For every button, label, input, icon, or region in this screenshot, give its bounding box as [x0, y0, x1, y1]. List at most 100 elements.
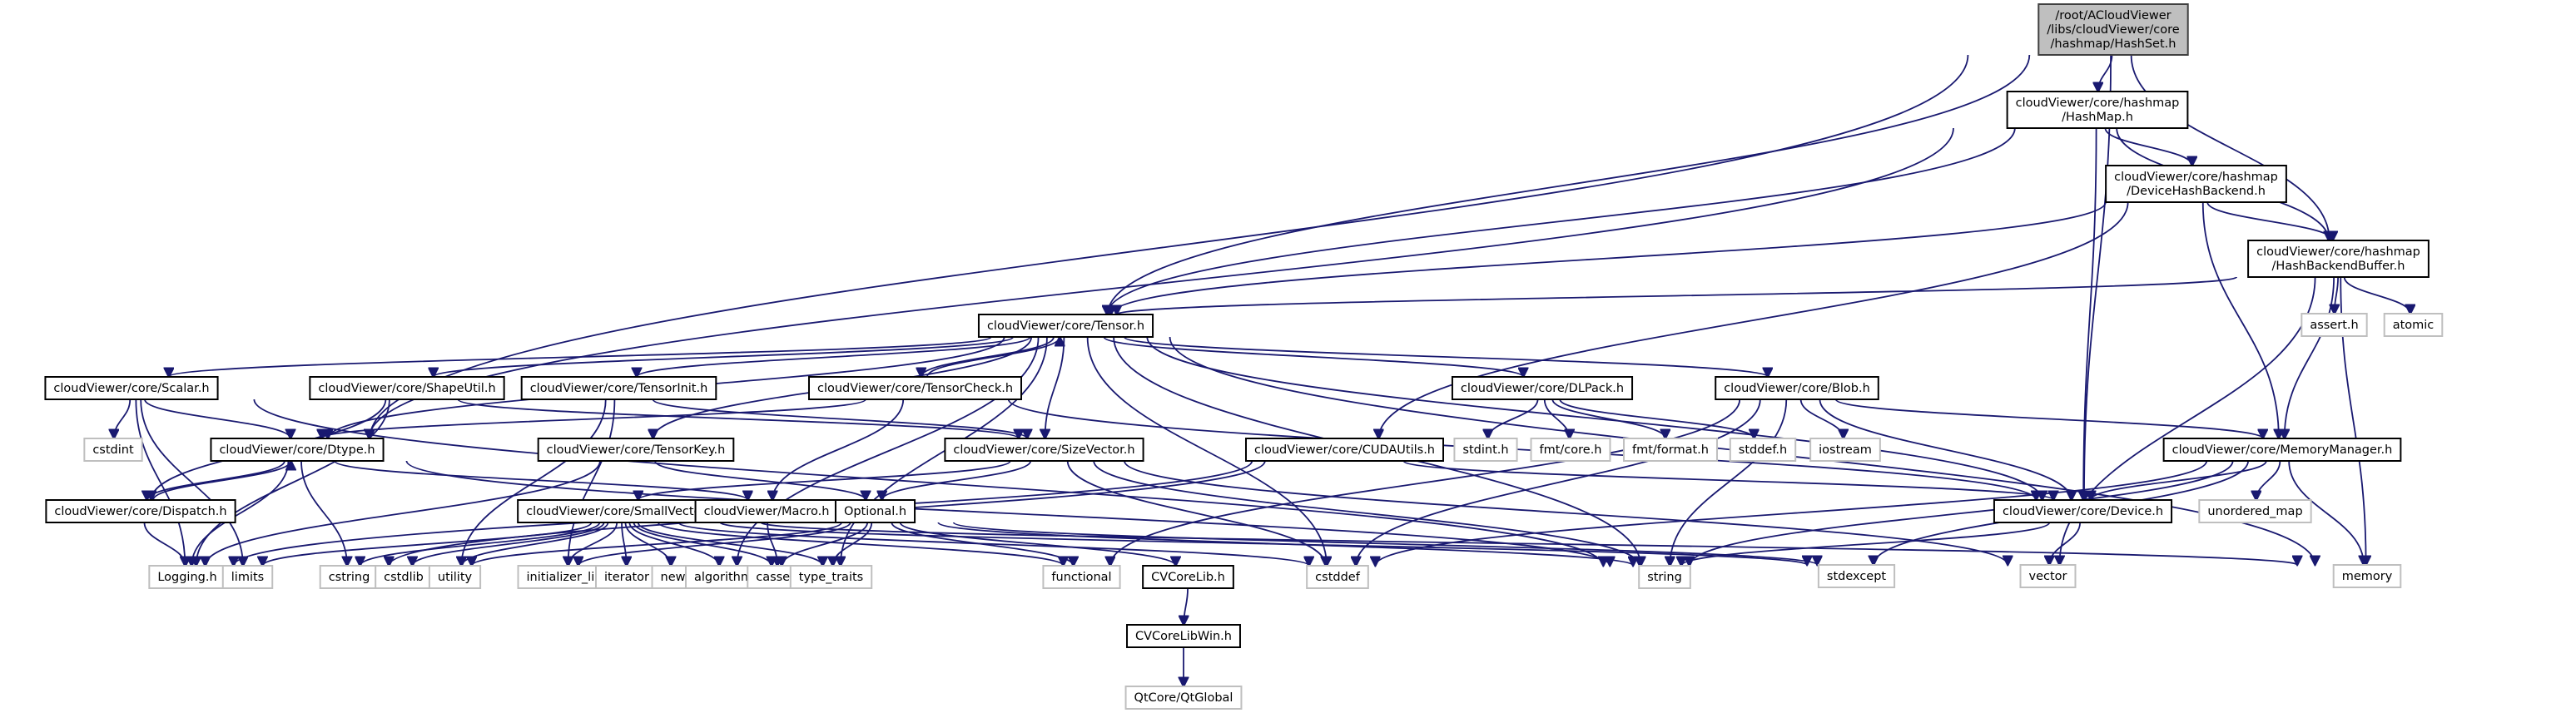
- node-box: [807, 376, 1023, 400]
- node-tensorcheck[interactable]: cloudViewer/core/TensorCheck.h: [807, 376, 1023, 400]
- edge-smallvector-to-initializer_list: [568, 522, 618, 566]
- node-dtype[interactable]: cloudViewer/core/Dtype.h: [210, 438, 385, 462]
- node-cvcorelibwin[interactable]: CVCoreLibWin.h: [1126, 624, 1241, 648]
- edge-optional-to-cassert: [782, 522, 869, 566]
- node-atomic: atomic: [2383, 313, 2444, 337]
- node-box: [1142, 565, 1234, 589]
- edge-hashbackendbuffer-to-atomic: [2343, 276, 2410, 314]
- node-box: [45, 499, 236, 523]
- node-blob[interactable]: cloudViewer/core/Blob.h: [1715, 376, 1879, 400]
- node-label: /hashmap/HashSet.h: [2051, 37, 2176, 51]
- edge-dtype-to-string: [405, 460, 1610, 566]
- node-label: string: [1647, 571, 1682, 584]
- node-macro[interactable]: cloudViewer/Macro.h: [694, 499, 839, 523]
- node-tensorkey[interactable]: cloudViewer/core/TensorKey.h: [537, 438, 735, 462]
- edge-scalar-to-dtype: [144, 399, 290, 438]
- edge-dlpack-to-stddef_h: [1559, 399, 1754, 438]
- node-box: [2198, 499, 2312, 523]
- node-cvcorelib[interactable]: CVCoreLib.h: [1142, 565, 1234, 589]
- edge-tensorcheck-to-dtype: [322, 399, 866, 438]
- edge-smallvector-to-cstring: [360, 522, 601, 566]
- edge-tensor-to-sizevector: [1045, 336, 1065, 438]
- node-label: stdint.h: [1462, 443, 1508, 457]
- node-box: [1817, 564, 1896, 588]
- node-box: [2332, 564, 2402, 588]
- node-sizevector[interactable]: cloudViewer/core/SizeVector.h: [944, 438, 1144, 462]
- edge-shapeutil-to-logging: [196, 399, 390, 566]
- edge-tensorinit-to-sizevector: [652, 399, 1027, 438]
- node-label: atomic: [2393, 319, 2435, 332]
- node-device[interactable]: cloudViewer/core/Device.h: [1993, 499, 2173, 523]
- edge-sizevector-to-optional: [882, 460, 1032, 500]
- edge-tensor-to-scalar: [169, 336, 992, 377]
- node-box: [2006, 91, 2189, 129]
- edge-tensor-to-dlpack: [1103, 336, 1523, 377]
- node-scalar[interactable]: cloudViewer/core/Scalar.h: [44, 376, 219, 400]
- edge-scalar-to-logging: [135, 399, 185, 566]
- edge-device-to-string: [1681, 522, 2051, 566]
- node-label: /root/ACloudViewer: [2055, 9, 2171, 22]
- node-tensor[interactable]: cloudViewer/core/Tensor.h: [977, 314, 1154, 338]
- edge-smallvector-to-iterator: [621, 522, 627, 566]
- edge-tensor-to-shapeutil: [434, 336, 1015, 377]
- edge-memorymanager-to-device: [2091, 460, 2267, 500]
- edge-scalar-to-string: [253, 399, 1603, 566]
- node-label: cloudViewer/core/Tensor.h: [987, 319, 1144, 333]
- edge-dispatch-to-dtype: [152, 461, 290, 501]
- node-cudautils[interactable]: cloudViewer/core/CUDAUtils.h: [1244, 438, 1445, 462]
- edge-scalar-to-limits: [140, 399, 243, 566]
- node-type_traits: type_traits: [789, 565, 873, 589]
- node-devicehashbackend[interactable]: cloudViewer/core/hashmap/DeviceHashBacke…: [2105, 165, 2287, 203]
- node-label: CVCoreLib.h: [1151, 571, 1225, 584]
- edge-tensorkey-to-optional: [654, 460, 866, 500]
- edge-hashset-to-dtype: [370, 54, 1969, 438]
- edge-optional-to-initializer_list: [578, 522, 851, 566]
- edge-sizevector-to-cstddef: [1066, 460, 1326, 566]
- edge-tensorcheck-to-device: [1007, 399, 2037, 500]
- node-label: cassert: [756, 571, 800, 584]
- node-optional[interactable]: Optional.h: [834, 499, 916, 523]
- node-tensorinit[interactable]: cloudViewer/core/TensorInit.h: [520, 376, 717, 400]
- edge-sizevector-to-smallvector: [638, 460, 1011, 500]
- node-box: [221, 565, 274, 589]
- edge-memorymanager-to-string: [1690, 460, 2234, 566]
- edge-scalar-to-cstdint: [114, 399, 132, 438]
- node-hashmap[interactable]: cloudViewer/core/hashmap/HashMap.h: [2006, 91, 2189, 129]
- node-box: [309, 376, 505, 400]
- node-label: cloudViewer/core/Dispatch.h: [54, 505, 226, 518]
- node-hashbackendbuffer[interactable]: cloudViewer/core/hashmap/HashBackendBuff…: [2247, 240, 2430, 278]
- node-box: [83, 438, 143, 462]
- edge-tensor-to-device: [1146, 336, 2042, 500]
- node-label: cstdint: [92, 443, 134, 457]
- node-label: /libs/cloudViewer/core: [2047, 23, 2180, 37]
- node-label: cloudViewer/Macro.h: [704, 505, 830, 518]
- edge-dtype-to-macro: [334, 460, 747, 500]
- edge-cudautils-to-device: [1402, 460, 2053, 500]
- node-hashset[interactable]: /root/ACloudViewer/libs/cloudViewer/core…: [2037, 3, 2189, 56]
- node-label: utility: [438, 571, 473, 584]
- edge-optional-to-stdexcept: [952, 522, 1818, 565]
- node-dlpack[interactable]: cloudViewer/core/DLPack.h: [1451, 376, 1634, 400]
- node-box: [520, 376, 717, 400]
- node-smallvector[interactable]: cloudViewer/core/SmallVector.h: [517, 499, 726, 523]
- edge-blob-to-memorymanager: [1834, 399, 2263, 438]
- node-box: [2105, 165, 2287, 203]
- node-qtglobal: QtCore/QtGlobal: [1124, 686, 1243, 710]
- edge-smallvector-to-cstddef: [678, 522, 1308, 566]
- node-box: [1042, 565, 1121, 589]
- node-box: [977, 314, 1154, 338]
- node-memorymanager[interactable]: cloudViewer/core/MemoryManager.h: [2162, 438, 2402, 462]
- edge-sizevector-to-vector: [1124, 460, 2008, 565]
- node-dispatch[interactable]: cloudViewer/core/Dispatch.h: [45, 499, 236, 523]
- node-label: Logging.h: [157, 571, 216, 584]
- node-shapeutil[interactable]: cloudViewer/core/ShapeUtil.h: [309, 376, 505, 400]
- node-box: [2019, 564, 2077, 588]
- node-box: [2037, 3, 2189, 56]
- edge-memorymanager-to-unordered_map: [2256, 460, 2281, 500]
- edges-layer: [114, 54, 2410, 686]
- node-label: iterator: [604, 571, 649, 584]
- edge-hashbackendbuffer-to-memorymanager: [2285, 276, 2335, 438]
- edge-tensor-to-cstddef: [1086, 336, 1327, 566]
- node-iostream: iostream: [1809, 438, 1881, 462]
- edge-tensor-to-tensorcheck: [921, 336, 1055, 377]
